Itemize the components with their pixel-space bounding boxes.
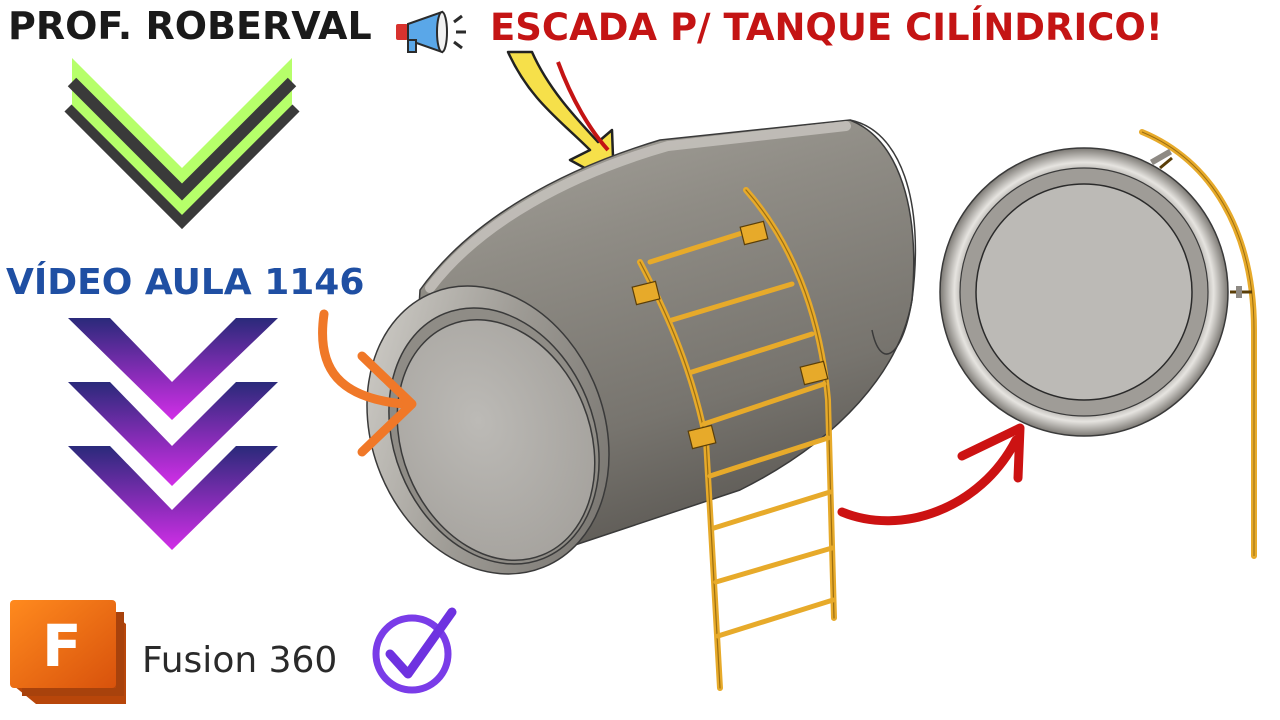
fusion-logo-letter: F: [42, 612, 82, 680]
chevron-down-icon-green: [64, 58, 300, 230]
brand-name: Fusion 360: [142, 640, 338, 681]
tank-ladder: [631, 187, 837, 691]
chevron-down-icon-purple: [68, 318, 278, 550]
megaphone-icon: [396, 10, 466, 54]
lesson-label: VÍDEO AULA 1146: [6, 262, 365, 303]
fusion-360-logo: [10, 600, 126, 704]
check-circle-icon: [372, 607, 457, 694]
cylindrical-tank: [366, 119, 917, 575]
headline: ESCADA P/ TANQUE CILÍNDRICO!: [490, 6, 1163, 49]
red-pointer-arrow: [837, 423, 1025, 526]
author-title: PROF. ROBERVAL: [8, 4, 372, 48]
orange-pointer-arrow: [318, 309, 417, 457]
tank-end-view: [939, 129, 1257, 559]
